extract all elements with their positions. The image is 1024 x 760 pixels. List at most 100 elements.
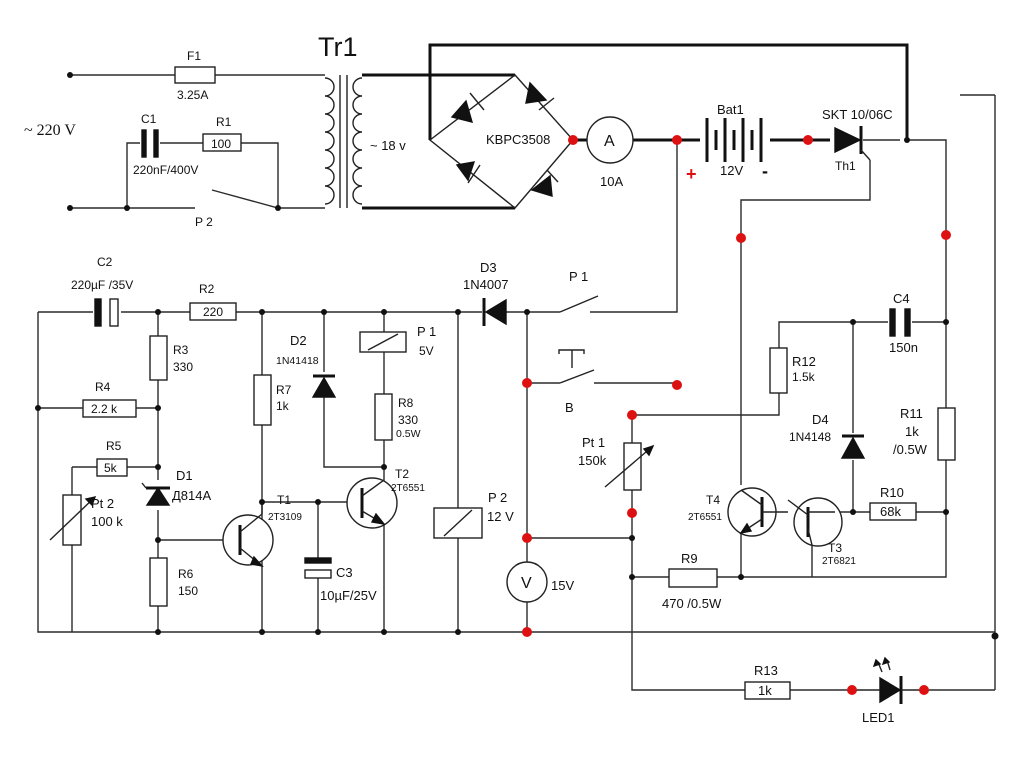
node-black <box>155 537 161 543</box>
resistor-r10: R10 68k <box>869 485 917 521</box>
f1-value: 3.25A <box>177 88 208 102</box>
node-red <box>672 135 682 145</box>
fuse-body <box>174 66 216 84</box>
resistor-r3: R3 330 <box>149 335 193 381</box>
resistor-r8: R8 330 0.5W <box>374 393 421 441</box>
node-black <box>455 629 461 635</box>
node-black <box>259 309 265 315</box>
node-red <box>627 508 637 518</box>
r7-value: 1k <box>276 399 290 413</box>
t3-name: T3 <box>828 541 842 555</box>
b-switch-label: B <box>565 400 574 415</box>
resistor-r12: R12 1.5k <box>769 347 816 394</box>
node-black <box>524 309 530 315</box>
node-black <box>321 309 327 315</box>
node-black <box>315 499 321 505</box>
transistor-t1: T1 2T3109 <box>222 493 302 568</box>
d3-value: 1N4007 <box>463 277 509 292</box>
t4-name: T4 <box>706 493 720 507</box>
switch-p1: P 1 <box>559 269 599 313</box>
node-black <box>259 629 265 635</box>
capacitor-c1: C1 220nF/400V <box>133 112 198 177</box>
d1-value: Д814А <box>172 488 211 503</box>
r13-value: 1k <box>758 683 772 698</box>
p2-switch-label: P 2 <box>195 215 213 229</box>
ammeter-symbol: A <box>604 133 615 150</box>
t4-value: 2T6551 <box>688 512 722 523</box>
r11-value: 1k <box>905 424 919 439</box>
node-black <box>943 509 949 515</box>
battery-minus: - <box>762 161 768 181</box>
r5-name: R5 <box>106 439 122 453</box>
voltmeter-symbol: V <box>521 575 532 592</box>
t1-value: 2T3109 <box>268 512 302 523</box>
node-black <box>629 535 635 541</box>
voltmeter-rating: 15V <box>551 578 574 593</box>
node-black <box>315 629 321 635</box>
node-black <box>943 319 949 325</box>
node-black <box>381 309 387 315</box>
resistor-r6: R6 150 <box>149 557 198 607</box>
d3-name: D3 <box>480 260 497 275</box>
node-black <box>124 205 130 211</box>
capacitor-c2: C2 220µF /35V <box>71 255 133 327</box>
d4-name: D4 <box>812 412 829 427</box>
wires <box>37 43 996 691</box>
r9-value: 470 /0.5W <box>662 596 722 611</box>
r2-name: R2 <box>199 282 215 296</box>
r11-power: /0.5W <box>893 442 928 457</box>
ammeter-rating: 10A <box>600 174 623 189</box>
bridge-rectifier: KBPC3508 <box>428 74 574 209</box>
c4-name: C4 <box>893 291 910 306</box>
potentiometer-pt1: Pt 1 150k <box>578 435 655 491</box>
pt2-name: Pt 2 <box>91 496 114 511</box>
capacitor-c3: C3 10µF/25V <box>304 557 377 603</box>
transistor-t2: T2 2T6551 <box>346 467 425 529</box>
node-red <box>522 627 532 637</box>
node-red <box>736 233 746 243</box>
resistor-r11: R11 1k /0.5W <box>893 406 956 461</box>
battery-plus: + <box>686 164 697 184</box>
d4-value: 1N4148 <box>789 430 831 444</box>
secondary-voltage-label: ~ 18 v <box>370 138 406 153</box>
t1-name: T1 <box>277 493 291 507</box>
r3-name: R3 <box>173 343 189 357</box>
node-red <box>568 135 578 145</box>
node-black <box>738 574 744 580</box>
pt1-value: 150k <box>578 453 607 468</box>
r4-name: R4 <box>95 380 111 394</box>
potentiometer-pt2: Pt 2 100 k <box>49 494 123 546</box>
t2-value: 2T6551 <box>391 483 425 494</box>
node-black <box>850 509 856 515</box>
led-1: LED1 <box>852 656 924 725</box>
resistor-r5: R5 5k <box>96 439 128 477</box>
bridge-label: KBPC3508 <box>486 132 550 147</box>
node-black <box>155 464 161 470</box>
relay-p1-name: P 1 <box>417 324 436 339</box>
switch-b: B <box>558 349 595 415</box>
capacitor-c4: C4 150n <box>889 291 918 355</box>
relay-p2-name: P 2 <box>488 490 507 505</box>
r9-name: R9 <box>681 551 698 566</box>
node-red <box>847 685 857 695</box>
thyristor-name: Th1 <box>835 159 856 173</box>
c2-value: 220µF /35V <box>71 278 133 292</box>
r10-value: 68k <box>880 504 901 519</box>
node-black <box>904 137 910 143</box>
resistor-r9: R9 470 /0.5W <box>662 551 722 611</box>
c4-value: 150n <box>889 340 918 355</box>
r4-value: 2.2 k <box>91 402 118 416</box>
node-black <box>275 205 281 211</box>
d1-name: D1 <box>176 468 193 483</box>
r2-value: 220 <box>203 305 223 319</box>
r1-name: R1 <box>216 115 232 129</box>
resistor-r4: R4 2.2 k <box>82 380 137 418</box>
r11-name: R11 <box>900 406 923 421</box>
transistor-t3: T3 2T6821 <box>787 497 856 567</box>
node-red <box>627 410 637 420</box>
relay-p1-coil: P 1 5V <box>359 324 436 358</box>
r5-value: 5k <box>104 461 118 475</box>
c1-name: C1 <box>141 112 157 126</box>
transformer-name: Tr1 <box>318 32 358 62</box>
